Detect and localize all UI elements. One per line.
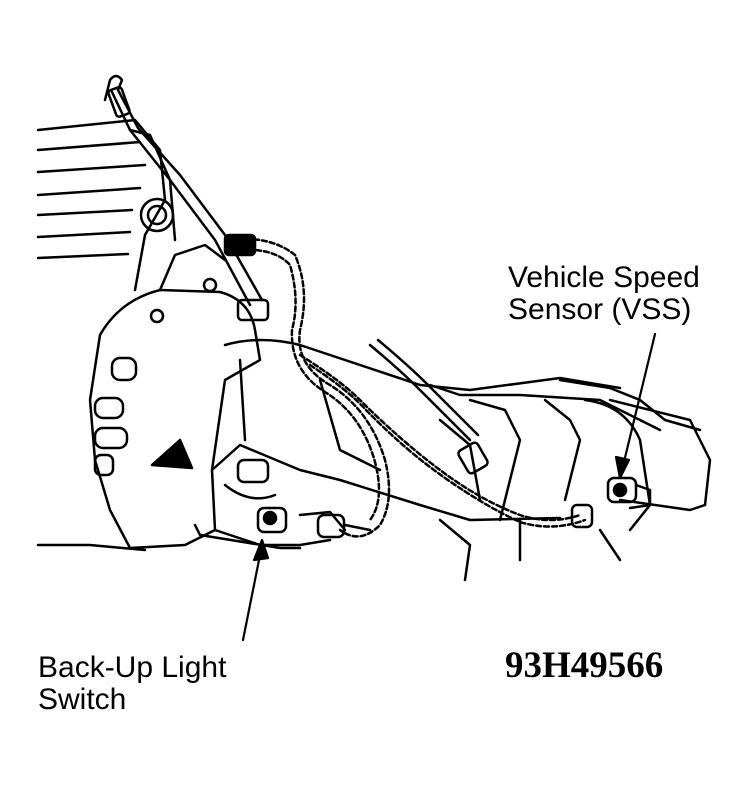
bell-housing (88, 243, 262, 550)
back-up-switch-leader (241, 543, 264, 642)
figure-id: 93H49566 (505, 645, 664, 686)
vss-arrowhead (614, 455, 631, 480)
vss-leader (620, 332, 657, 472)
back-up-light-switch-part (256, 506, 372, 539)
engine-block (36, 118, 177, 552)
vehicle-speed-sensor-part (570, 476, 652, 529)
vehicle-speed-sensor-label: Vehicle Speed Sensor (VSS) (508, 261, 700, 326)
transmission-case (193, 338, 712, 582)
back-up-light-switch-label: Back-Up Light Switch (38, 651, 227, 716)
leader-arrows (241, 332, 657, 642)
dipstick-tube (103, 74, 264, 307)
back-up-switch-arrowhead (252, 538, 270, 562)
wiring-harness (223, 233, 587, 538)
